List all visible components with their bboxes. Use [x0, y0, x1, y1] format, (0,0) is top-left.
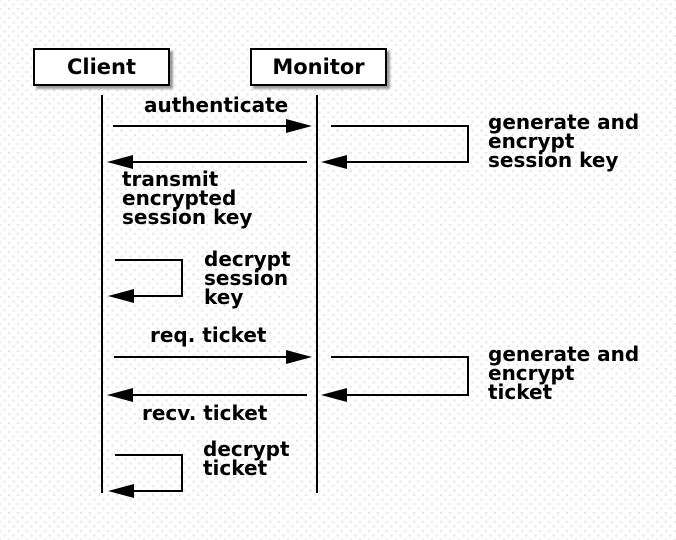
self-loop-decrypt-ticket: [115, 454, 183, 492]
message-label-decrypt-session-key: decrypt session key: [204, 247, 291, 309]
actor-label-client: Client: [66, 54, 137, 79]
arrow-line-req-ticket: [114, 356, 288, 358]
message-label-transmit-session-key: transmit encrypted session key: [122, 167, 253, 229]
arrowhead-right-icon: [286, 350, 312, 364]
message-label-req-ticket: req. ticket: [150, 323, 267, 347]
arrowhead-left-icon: [107, 155, 133, 169]
arrowhead-left-icon: [108, 484, 134, 498]
message-label-decrypt-ticket: decrypt ticket: [203, 437, 290, 480]
self-loop-generate-ticket: [331, 356, 469, 396]
arrowhead-left-icon: [107, 388, 133, 402]
actor-box-client: Client: [33, 48, 170, 86]
arrow-line-recv-ticket: [133, 394, 307, 396]
actor-box-monitor: Monitor: [250, 48, 387, 86]
arrowhead-left-icon: [321, 388, 347, 402]
arrow-line-authenticate: [113, 125, 289, 127]
message-label-generate-ticket: generate and encrypt ticket: [488, 342, 640, 404]
message-label-generate-session-key: generate and encrypt session key: [488, 110, 640, 172]
arrowhead-left-icon: [108, 289, 134, 303]
lifeline-monitor: [316, 95, 318, 493]
self-loop-decrypt-session-key: [115, 259, 183, 297]
arrow-line-transmit-session-key: [133, 161, 307, 163]
message-label-authenticate: authenticate: [144, 93, 289, 117]
message-label-recv-ticket: recv. ticket: [142, 401, 268, 425]
lifeline-client: [101, 95, 103, 493]
actor-label-monitor: Monitor: [272, 54, 365, 79]
arrowhead-right-icon: [286, 119, 312, 133]
self-loop-generate-session-key: [331, 125, 469, 163]
arrowhead-left-icon: [321, 155, 347, 169]
